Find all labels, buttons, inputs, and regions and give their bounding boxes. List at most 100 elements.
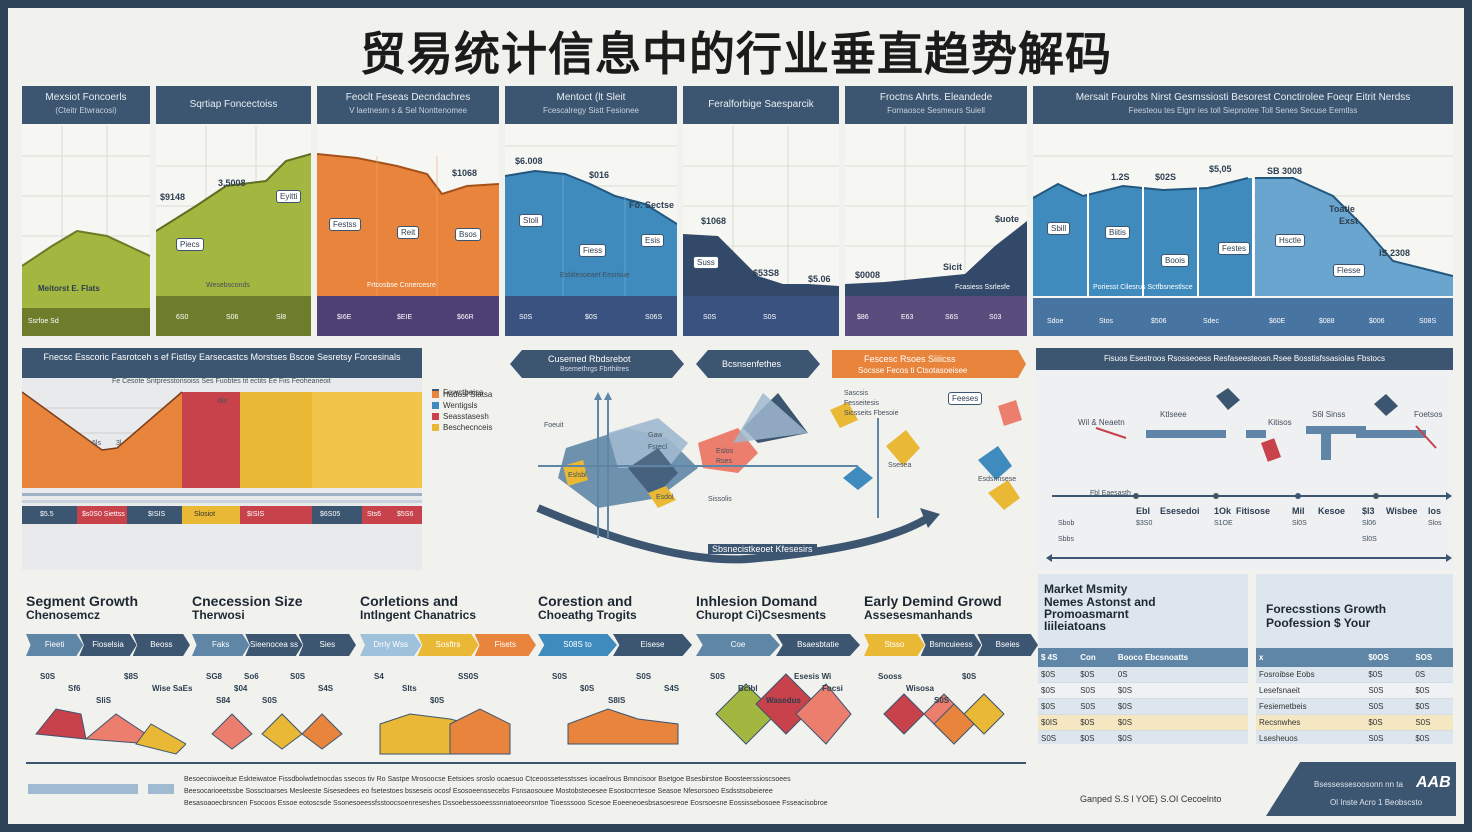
panel-header: Mersait Fourobs Nirst Gesmssiosti Besore… (1033, 86, 1453, 124)
box-value: $s0S0 Siettss (82, 511, 125, 518)
table-header: Booco Ebcsnoatts (1114, 648, 1248, 667)
tag-chip: Flesse (1333, 264, 1365, 277)
diagram-label: Fsrecl (648, 444, 668, 451)
value-label: $0S (430, 696, 445, 705)
value-label: 6ls (92, 440, 101, 447)
row-value: S0S (519, 314, 533, 321)
mini-chart (715, 673, 852, 745)
top-panel-7: Mersait Fourobs Nirst Gesmssiosti Besore… (1033, 86, 1453, 336)
orange-box-subtitle: Socsse Fecos ti Ctsotasoeisee (858, 366, 968, 375)
row-value: $I6E (337, 314, 352, 321)
panel-subtitle: Fe Cesote Sntpresstonsoiss Ses Fuobtes t… (112, 378, 331, 385)
row-value: $60E (1269, 318, 1286, 325)
tag-chip: Festes (1218, 242, 1251, 255)
infographic-poster: 贸易统计信息中的行业垂直趋势解码 Mexsiot Foncoerls(Cteit… (8, 8, 1464, 824)
tag-chip: Biitis (1105, 226, 1130, 239)
footer-text: Beesocarioeetssbe Sossctoarses Mesleeste… (184, 788, 773, 795)
base-label: Poriesst Cilesrus Sctfbsnestlsce (1093, 284, 1193, 291)
table-subtitle: Poofession $ Your (1266, 616, 1371, 630)
scale-label: Fitisose (1236, 506, 1271, 516)
area-chart (317, 153, 499, 336)
top-label: Kitisos (1268, 418, 1292, 427)
peak-label: Meitorst E. Flats (38, 284, 100, 293)
tag-chip: Boois (1161, 254, 1190, 267)
date-label: Sl0S (1292, 520, 1307, 527)
top-label: Ktlseee (1160, 410, 1187, 419)
shape-mark (35, 708, 87, 740)
value-label: Sooss (878, 672, 903, 681)
market-table-panel: Market Msmity Nemes Astonst and Promoasm… (1038, 574, 1248, 744)
date-label: $3S0 (1136, 520, 1153, 527)
value-label: SG8 (206, 672, 223, 681)
center-tag: Bsemethrgs Fbrthitres (560, 366, 629, 373)
scale-label: Esesedoi (1160, 506, 1200, 516)
value-label: Exst (1339, 216, 1359, 226)
table-header: $0OS (1365, 648, 1413, 667)
mini-chart (567, 708, 679, 745)
value-label: $6.008 (515, 156, 543, 166)
row-value: $66R (457, 314, 474, 321)
value-label: S0S (290, 672, 306, 681)
orange-box-title: Fescesc Rsoes Siiiicss (864, 354, 956, 364)
top-panel-1: Mexsiot Foncoerls(Cteitr Etwracosi) Meit… (22, 86, 150, 336)
tag-chip: Piecs (176, 238, 204, 251)
scale-label: los (1428, 506, 1442, 516)
date-label: Slos (1428, 520, 1442, 527)
diagram-label: Rses (716, 458, 732, 465)
value-label: S0S (934, 696, 950, 705)
panel-header: Fnecsc Esscoric Fasrotceh s ef Fistlsy E… (22, 348, 422, 378)
top-panel-2: Sqrtiap Foncectoiss 3,5008 $9148 Piecs E… (156, 86, 311, 336)
column-title: Corletions and (360, 593, 459, 609)
date-label: Sbbs (1058, 536, 1074, 543)
tag-chip: Esis (641, 234, 665, 247)
value-label: IS 2308 (1379, 248, 1411, 258)
panel-header: Sqrtiap Foncectoiss (156, 86, 311, 124)
arrow-segment: Stsso (864, 634, 925, 656)
value-label: S4 (374, 672, 384, 681)
box-value: $5.5 (40, 511, 54, 518)
mini-chart (379, 708, 511, 755)
mid-panel-right: Fisuos Esestroos Rsosseoess Resfaseesteo… (1036, 348, 1453, 570)
area-chart (845, 126, 1027, 336)
panel-header: Fisuos Esestroos Rsosseoess Resfaseesteo… (1036, 348, 1453, 370)
flow-caption: Sbsnecistkeoet Kfesesirs (708, 544, 817, 554)
legend-item: Beschecnceis (443, 423, 493, 432)
value-label: Bcibl (738, 684, 758, 693)
value-label: $1068 (701, 216, 727, 226)
row-value: S0S (763, 314, 777, 321)
row-value: 6S0 (176, 314, 189, 321)
value-label: Wasedus (766, 696, 801, 705)
value-label: $5.06 (808, 274, 831, 284)
date-label: S1OE (1214, 520, 1233, 527)
shape-mark (933, 703, 975, 745)
orange-box-line: Sicsseits Fbesoie (844, 410, 899, 417)
value-label: SliS (96, 696, 112, 705)
base-label: Ssrfoe Sd (28, 318, 59, 325)
column-subtitle: Chenosemcz (26, 608, 101, 622)
brand-line: Bsessessesoosonn nn ta (1314, 780, 1403, 789)
legend-item: Hadosl Siatsa (443, 390, 493, 399)
column-subtitle: Choeathg Trogits (538, 608, 637, 622)
value-label: 1.2S (1111, 172, 1130, 182)
column-title: Corestion and (538, 593, 633, 609)
value-label: S84 (216, 696, 231, 705)
column-subtitle: Intlngent Chanatrics (360, 608, 477, 622)
mini-chart (35, 708, 186, 755)
value-label: SB 3008 (1267, 166, 1303, 176)
row-value: E63 (901, 314, 914, 321)
arrow-segment: Eisese (613, 634, 692, 656)
date-label: Sbob (1058, 520, 1075, 527)
